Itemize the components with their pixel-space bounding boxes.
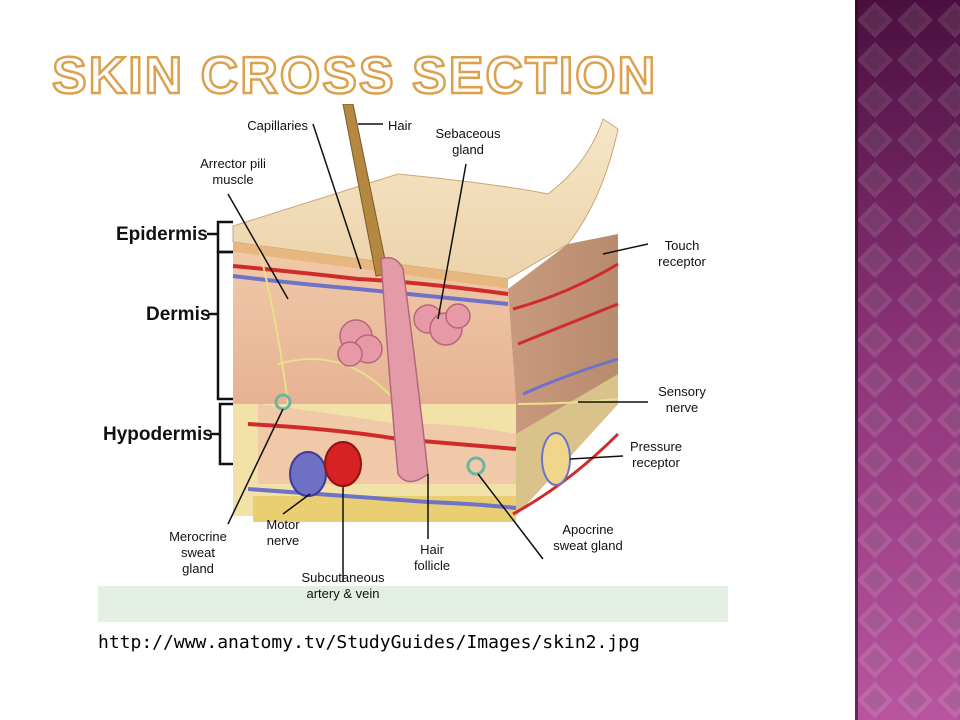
label-dermis: Dermis (146, 304, 210, 325)
label-subcutaneous-vessels-line1: Subcutaneous (301, 570, 385, 585)
label-touch-receptor-line2: receptor (658, 254, 706, 269)
label-pressure-receptor-line2: receptor (632, 455, 680, 470)
label-apocrine-gland-line1: Apocrine (562, 522, 613, 537)
label-hair-follicle-line1: Hair (420, 542, 445, 557)
label-pressure-receptor-line1: Pressure (630, 439, 682, 454)
label-hair: Hair (388, 118, 413, 133)
label-arrector-pili-line2: muscle (212, 172, 253, 187)
decorative-side-band (855, 0, 960, 720)
label-epidermis: Epidermis (116, 224, 208, 245)
label-sensory-nerve-line1: Sensory (658, 384, 706, 399)
label-capillaries: Capillaries (247, 118, 308, 133)
label-motor-nerve-line1: Motor (266, 517, 300, 532)
slide-title: Skin Cross Section (51, 46, 658, 107)
label-hair-follicle-line2: follicle (414, 558, 450, 573)
figure-footer-strip (98, 586, 728, 622)
label-merocrine-gland-line3: gland (182, 561, 214, 576)
label-merocrine-gland-line2: sweat (181, 545, 215, 560)
label-subcutaneous-vessels-line2: artery & vein (307, 586, 380, 601)
label-apocrine-gland-line2: sweat gland (553, 538, 622, 553)
label-arrector-pili-line1: Arrector pili (200, 156, 266, 171)
label-sebaceous-gland-line1: Sebaceous (435, 126, 501, 141)
source-url-caption: http://www.anatomy.tv/StudyGuides/Images… (98, 632, 640, 653)
label-hypodermis: Hypodermis (103, 424, 213, 445)
skin-cross-section-diagram: Epidermis Dermis Hypodermis Capillaries … (98, 104, 728, 622)
label-motor-nerve-line2: nerve (267, 533, 300, 548)
label-touch-receptor-line1: Touch (665, 238, 700, 253)
label-merocrine-gland-line1: Merocrine (169, 529, 227, 544)
label-sebaceous-gland-line2: gland (452, 142, 484, 157)
label-sensory-nerve-line2: nerve (666, 400, 699, 415)
